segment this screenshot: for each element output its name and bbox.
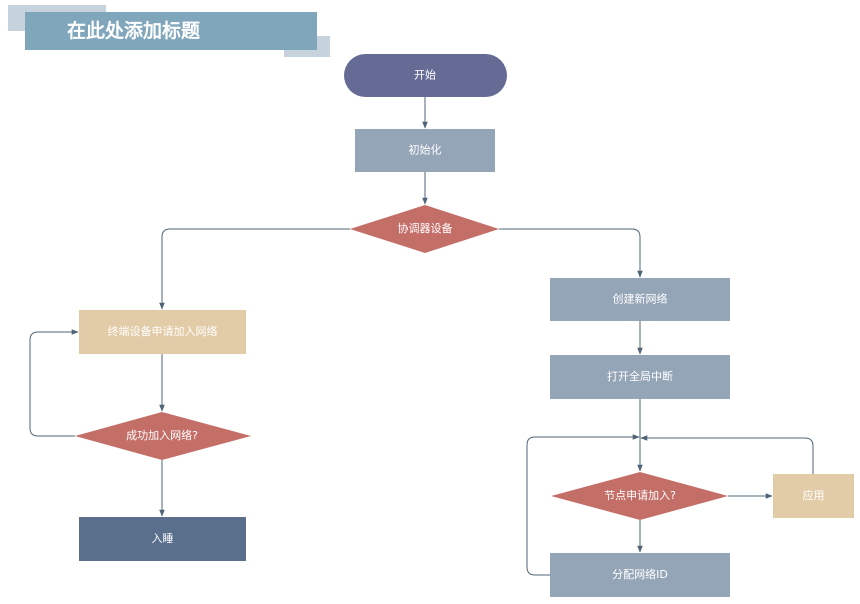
node-app: 应用 xyxy=(773,474,854,518)
node-node-request-shape xyxy=(551,472,728,520)
node-create-network-label: 创建新网络 xyxy=(613,292,668,306)
edge-coordinator-create-network xyxy=(499,228,643,278)
node-app-shape xyxy=(773,474,854,518)
node-sleep: 入睡 xyxy=(79,517,246,561)
node-enable-interrupt-shape xyxy=(550,355,730,399)
node-assign-id-label: 分配网络ID xyxy=(612,567,668,581)
edge-join-retry xyxy=(29,329,79,437)
edges xyxy=(29,97,814,576)
node-init-label: 初始化 xyxy=(409,143,442,157)
node-end-request-label: 终端设备申请加入网络 xyxy=(108,324,218,338)
node-coordinator-label: 协调器设备 xyxy=(398,221,453,235)
edge-app-loop xyxy=(640,435,814,474)
node-create-network-shape xyxy=(550,278,730,321)
node-start-shape xyxy=(344,54,507,97)
node-app-label: 应用 xyxy=(803,488,825,502)
node-join-success-shape xyxy=(75,412,251,460)
node-join-success: 成功加入网络? xyxy=(75,412,251,460)
node-start-label: 开始 xyxy=(414,68,436,82)
node-start: 开始 xyxy=(344,54,507,97)
node-assign-id: 分配网络ID xyxy=(550,553,730,597)
node-enable-interrupt: 打开全局中断 xyxy=(550,355,730,399)
node-coordinator: 协调器设备 xyxy=(350,205,499,253)
node-end-request-shape xyxy=(79,310,246,354)
page-title: 在此处添加标题 xyxy=(25,12,317,50)
node-coordinator-shape xyxy=(350,205,499,253)
node-init: 初始化 xyxy=(355,129,495,172)
edge-coordinator-end-request xyxy=(159,228,350,310)
node-end-request: 终端设备申请加入网络 xyxy=(79,310,246,354)
node-create-network: 创建新网络 xyxy=(550,278,730,321)
node-sleep-shape xyxy=(79,517,246,561)
node-join-success-label: 成功加入网络? xyxy=(126,428,198,442)
node-enable-interrupt-label: 打开全局中断 xyxy=(607,369,673,383)
node-init-shape xyxy=(355,129,495,172)
node-node-request: 节点申请加入? xyxy=(551,472,728,520)
node-assign-id-shape xyxy=(550,553,730,597)
node-node-request-label: 节点申请加入? xyxy=(604,489,676,502)
node-sleep-label: 入睡 xyxy=(152,532,174,545)
edge-assign-loop xyxy=(526,434,640,576)
